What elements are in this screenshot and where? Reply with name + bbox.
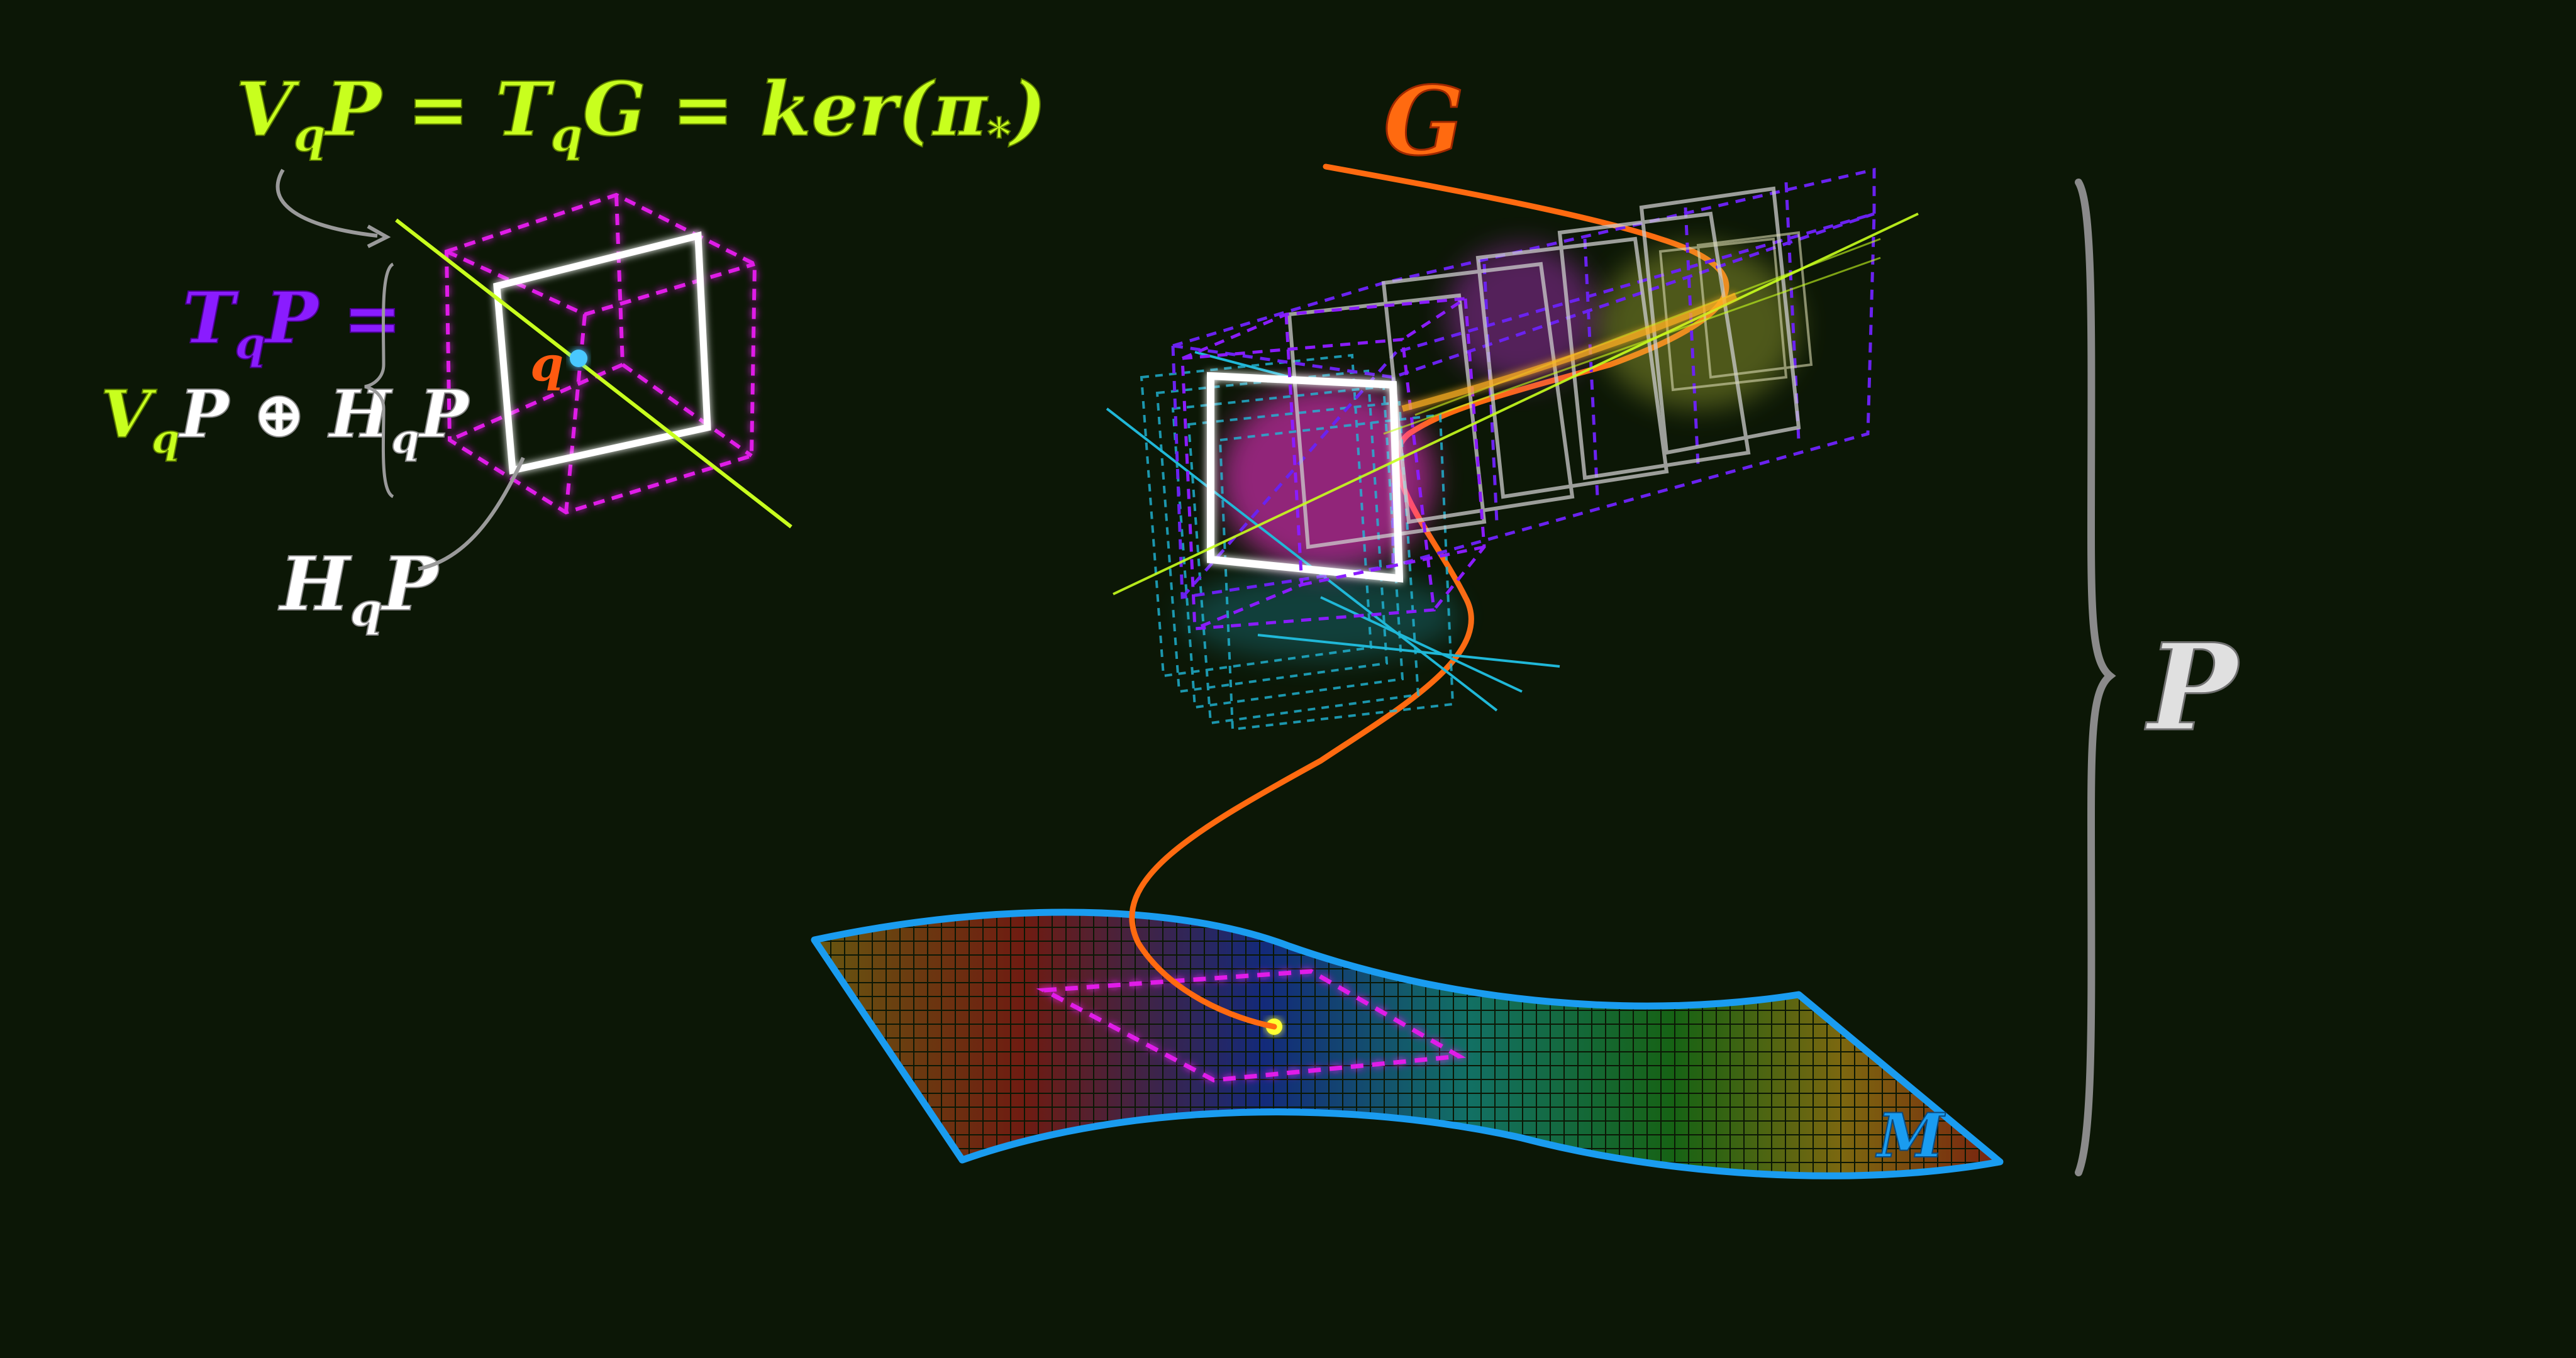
annotations: VqP = TqG = ker(π*) TqP = VqP ⊕ HqP HqP: [100, 65, 1047, 638]
bundle-bracket: P: [2075, 179, 2242, 1176]
point-q-label: q: [530, 336, 564, 392]
tangent-space-label: TqP =: [182, 277, 402, 369]
horizontal-space-label: HqP: [278, 540, 440, 637]
horizontal-arrow: [418, 456, 525, 571]
main-frame: [1207, 372, 1404, 583]
inset-brace: [364, 262, 394, 499]
frame-stack: [1106, 167, 1919, 731]
vertical-direction-line: [1113, 213, 1919, 595]
base-manifold: M: [811, 908, 2004, 1179]
base-label-m: M: [1875, 1100, 1946, 1171]
direct-sum-label: VqP ⊕ HqP: [101, 375, 470, 463]
vertical-space-equation: VqP = TqG = ker(π*): [236, 65, 1046, 162]
bundle-label-p: P: [2145, 617, 2241, 758]
fiber-curve-group: G: [1129, 65, 1729, 1030]
base-outline: [811, 908, 2004, 1179]
base-local-patch: [1036, 969, 1467, 1083]
bundle-brace: [2075, 179, 2116, 1176]
tangent-space-inset: q: [395, 192, 792, 529]
vertical-arrow: [275, 168, 378, 238]
point-q-dot: [570, 350, 587, 367]
horizontal-frame: [493, 231, 711, 475]
fiber-label-g: G: [1384, 66, 1464, 177]
inset-vertical-line: [395, 218, 792, 529]
